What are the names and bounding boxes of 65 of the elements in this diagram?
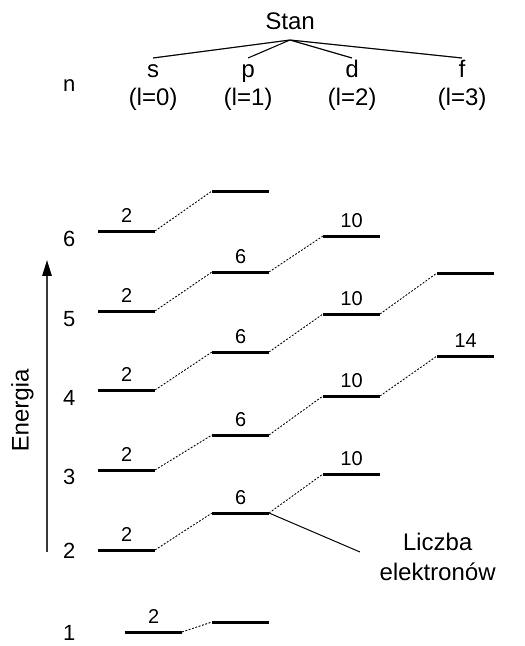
energy-level-bar: [212, 487, 269, 515]
energy-level-bar: [212, 326, 269, 354]
connector-line: [182, 622, 212, 632]
connector-line: [154, 272, 212, 312]
quantum-number-label: n: [63, 72, 76, 96]
electron-count: 2: [120, 444, 132, 466]
quantum-number: (l=3): [438, 84, 486, 112]
energy-level-bar: [98, 285, 155, 313]
connector-line: [154, 190, 212, 232]
electron-count: 10: [340, 288, 363, 310]
quantum-number: (l=0): [128, 84, 178, 112]
energy-level-bar: [125, 606, 182, 634]
axis-label: Energia: [8, 368, 33, 452]
callout-text: Liczba elektronów: [350, 528, 525, 590]
quantum-number: (l=1): [224, 84, 272, 112]
orbital-letter: p: [241, 56, 255, 84]
connector-line: [248, 39, 290, 59]
leader-line: [268, 512, 360, 553]
orbital-letter: f: [458, 56, 466, 84]
shell-number: 5: [63, 307, 76, 331]
electron-count: 2: [120, 524, 132, 546]
connector-line: [154, 434, 212, 470]
electron-count: 2: [120, 285, 132, 307]
connector-line: [152, 39, 290, 59]
electron-count: 10: [340, 210, 363, 232]
connector-line: [380, 272, 438, 314]
energy-level-bar: [98, 364, 155, 392]
energy-level-bar: [98, 524, 155, 552]
energy-level-bar: [212, 409, 269, 437]
energy-level-bar: [98, 205, 155, 233]
shell-number: 6: [63, 227, 76, 251]
energy-level-bar: [212, 246, 269, 274]
energy-level-bar: [98, 444, 155, 472]
connector-line: [290, 39, 462, 59]
electron-count: 2: [120, 205, 132, 227]
electron-count: 2: [148, 606, 160, 628]
connector-line: [268, 474, 324, 514]
shell-number: 2: [63, 539, 76, 563]
energy-level-bar: [437, 330, 494, 358]
connector-line: [290, 39, 352, 59]
connector-line: [380, 356, 438, 396]
orbital-letter: s: [147, 56, 159, 84]
state-heading: Stan: [255, 8, 325, 38]
electron-count: 6: [234, 326, 246, 348]
shell-number: 4: [63, 386, 76, 410]
shell-number: 1: [63, 621, 76, 645]
electron-count: 6: [234, 487, 246, 509]
orbital-letter: d: [345, 56, 359, 84]
electron-count: 10: [340, 370, 363, 392]
energy-level-bar: [323, 210, 380, 238]
energy-level-bar: [323, 448, 380, 476]
electron-count: 10: [340, 448, 363, 470]
energy-level-bar: [323, 370, 380, 398]
connector-line: [268, 314, 324, 352]
quantum-number: (l=2): [328, 84, 376, 112]
connector-line: [268, 236, 324, 272]
energy-level-bar: [323, 288, 380, 316]
shell-number: 3: [63, 465, 76, 489]
electron-count: 6: [234, 246, 246, 268]
connector-line: [268, 396, 324, 436]
electron-count: 14: [454, 330, 477, 352]
electron-count: 2: [120, 364, 132, 386]
connector-line: [154, 352, 212, 390]
electron-count: 6: [234, 409, 246, 431]
connector-line: [154, 512, 212, 550]
